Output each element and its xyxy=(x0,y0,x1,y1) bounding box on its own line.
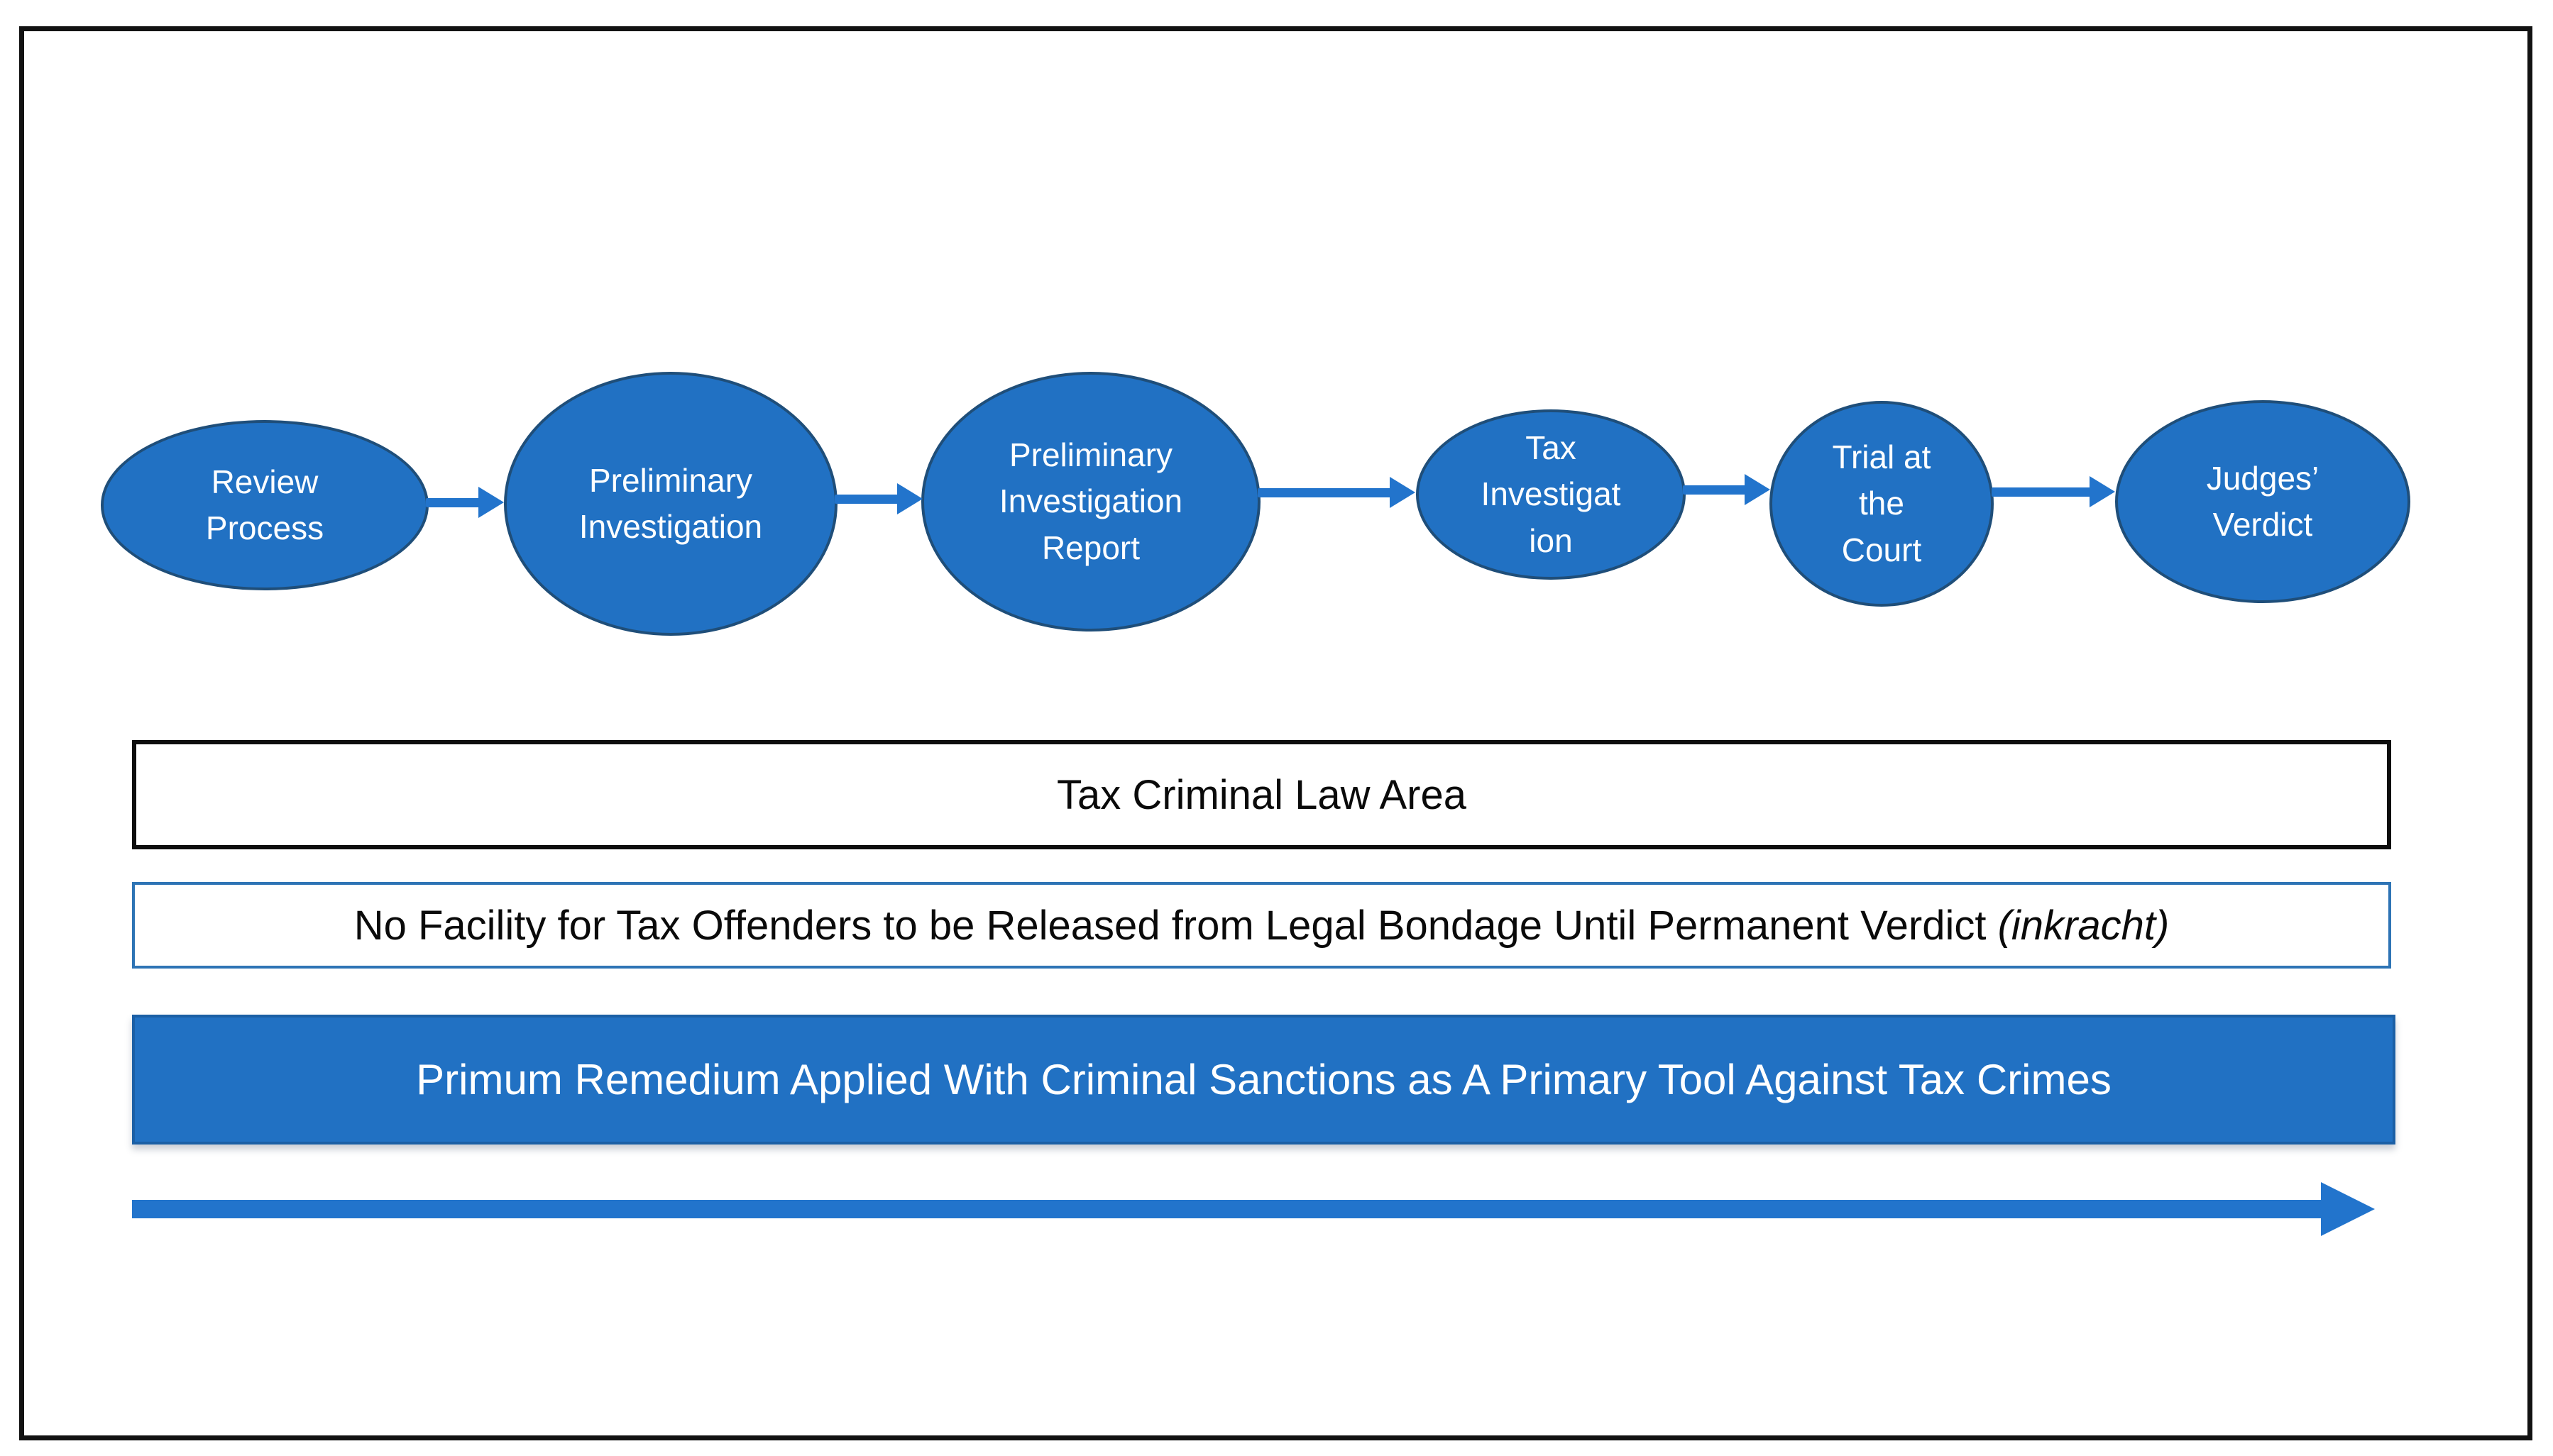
band-label-text: No Facility for Tax Offenders to be Rele… xyxy=(353,902,1998,949)
band-label: Primum Remedium Applied With Criminal Sa… xyxy=(416,1056,2112,1103)
band-label: Tax Criminal Law Area xyxy=(1057,771,1466,818)
flow-connector-3-shaft xyxy=(1258,488,1391,497)
flow-node-preliminary-investigation: Preliminary Investigation xyxy=(504,372,838,636)
flow-connector-1-shaft xyxy=(426,498,480,507)
flow-node-label: Judges’ Verdict xyxy=(2206,459,2319,543)
arrow-right-icon xyxy=(1745,474,1770,505)
flow-node-review-process: Review Process xyxy=(101,420,429,590)
arrow-right-icon xyxy=(478,487,504,518)
flow-node-label: Review Process xyxy=(205,463,324,546)
band-primum-remedium: Primum Remedium Applied With Criminal Sa… xyxy=(132,1015,2395,1145)
arrow-right-icon xyxy=(1390,477,1415,508)
band-label-italic: (inkracht) xyxy=(1997,902,2170,949)
flow-node-label: Preliminary Investigation xyxy=(578,461,763,545)
flow-connector-5-shaft xyxy=(1992,487,2091,497)
flow-node-judges-verdict: Judges’ Verdict xyxy=(2115,400,2410,603)
outer-border xyxy=(19,26,2532,1440)
flow-node-tax-investigation: Tax Investigat ion xyxy=(1416,409,1686,580)
flow-node-label: Trial at the Court xyxy=(1832,439,1931,568)
flow-connector-2-shaft xyxy=(835,495,899,504)
timeline-arrowhead-icon xyxy=(2321,1182,2375,1236)
flow-node-label: Preliminary Investigation Report xyxy=(999,436,1183,566)
band-no-facility-note: No Facility for Tax Offenders to be Rele… xyxy=(132,882,2391,969)
flow-connector-4-shaft xyxy=(1683,485,1746,495)
flow-node-label: Tax Investigat ion xyxy=(1481,429,1621,559)
arrow-right-icon xyxy=(897,483,923,514)
band-tax-criminal-law-area: Tax Criminal Law Area xyxy=(132,740,2391,849)
band-label: No Facility for Tax Offenders to be Rele… xyxy=(354,902,2170,949)
flow-node-preliminary-investigation-report: Preliminary Investigation Report xyxy=(921,372,1261,632)
timeline-arrow-shaft xyxy=(132,1200,2322,1218)
flow-node-trial-at-court: Trial at the Court xyxy=(1769,401,1994,607)
arrow-right-icon xyxy=(2090,476,2115,507)
